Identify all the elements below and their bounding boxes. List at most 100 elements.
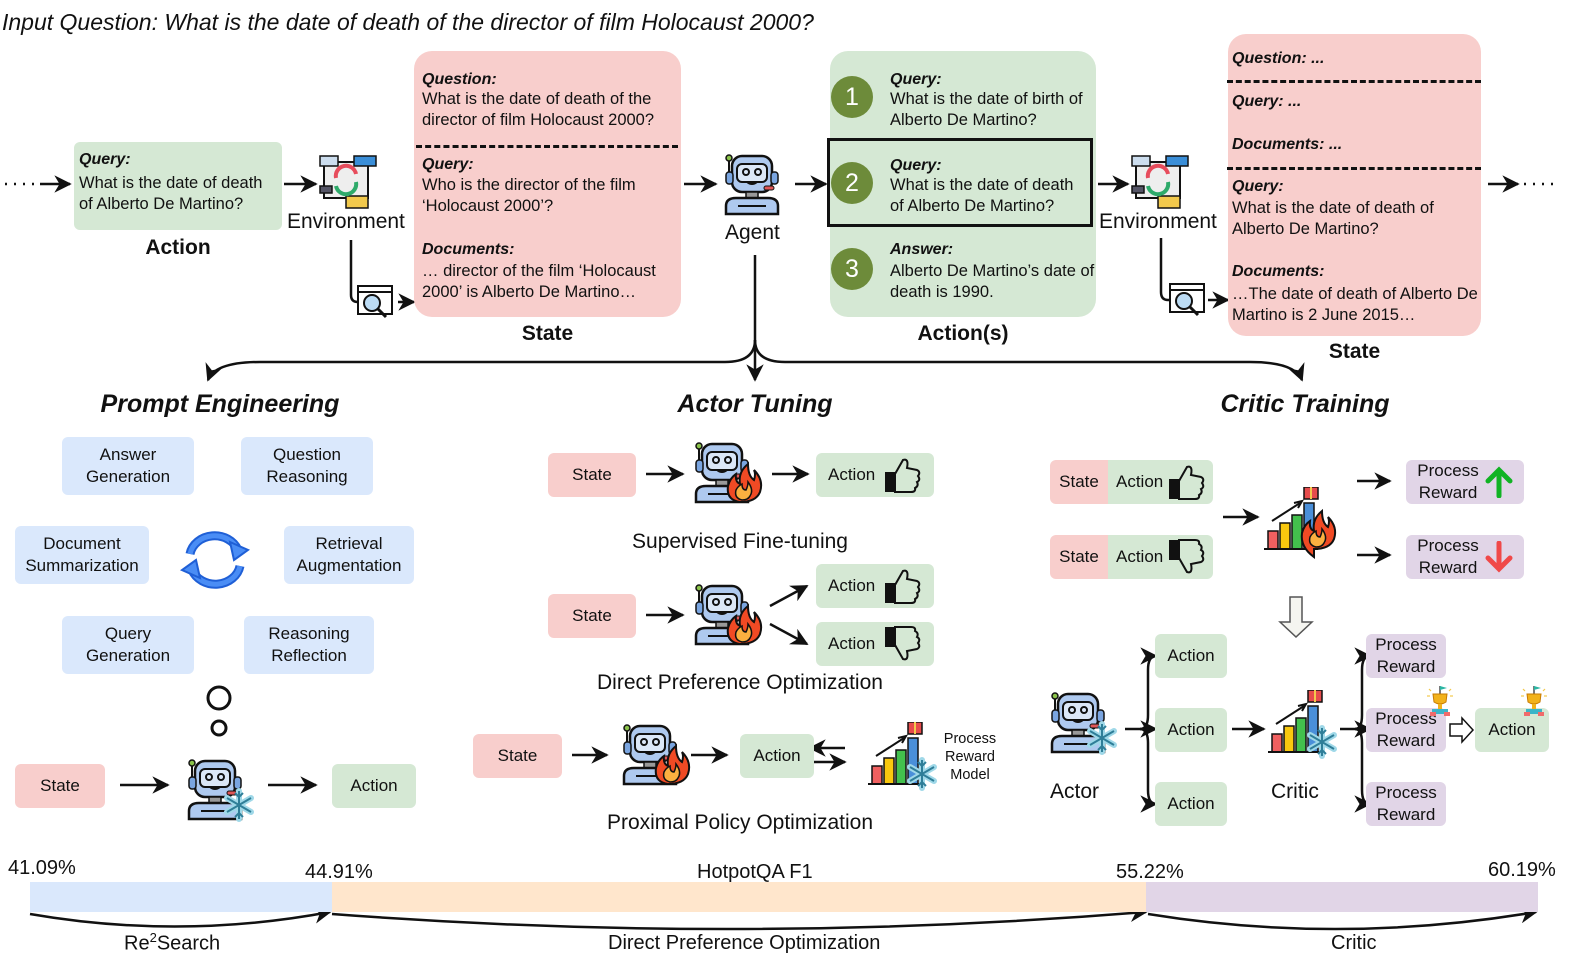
state-documents-text: … director of the film ‘Holocaust 2000’ … xyxy=(422,262,656,301)
state2-question-label: Question: ... xyxy=(1232,50,1325,67)
fire-icon xyxy=(726,461,763,504)
action-query-text: What is the date of death of Alberto De … xyxy=(79,174,263,213)
dpo-action-rejected: Action xyxy=(816,622,934,666)
state-divider xyxy=(416,145,678,148)
thought-bubble-large xyxy=(206,685,232,711)
sft-action-label: Action xyxy=(828,465,876,484)
stage-re2search-superscript: 2 xyxy=(149,930,157,945)
selected-action-highlight[interactable] xyxy=(827,138,1093,227)
critic-label: Critic xyxy=(1271,780,1319,803)
state2-documents-label-short: Documents: ... xyxy=(1232,136,1343,153)
fire-icon xyxy=(726,603,763,646)
ct-sample-reward-3: Process Reward xyxy=(1366,782,1446,826)
ct-critic-fire-icon xyxy=(1264,486,1340,564)
sft-action-box: Action xyxy=(816,453,934,497)
action-option-2-text: What is the date of death of Alberto De … xyxy=(890,176,1074,215)
input-question: Input Question: What is the date of deat… xyxy=(2,9,814,35)
document-search-icon xyxy=(356,284,396,320)
ct-sample-action-3: Action xyxy=(1155,782,1227,826)
ppo-action-box: Action xyxy=(740,734,814,778)
dpo-action-preferred-label: Action xyxy=(828,576,876,595)
ct-sample-reward-2-best: Process Reward xyxy=(1366,708,1446,752)
actor-label: Actor xyxy=(1050,780,1100,803)
arc-critic xyxy=(1147,905,1538,931)
state2-query-text: What is the date of death of Alberto De … xyxy=(1232,199,1434,238)
sft-robot-fire-icon xyxy=(690,440,766,515)
state2-divider-2 xyxy=(1227,167,1481,170)
actor-robot-frozen-icon xyxy=(1046,690,1122,765)
progress-value-dpo: 55.22% xyxy=(1116,861,1184,883)
pe-query-generation: Query Generation xyxy=(62,616,194,674)
ct-reward-down-box: Process Reward xyxy=(1406,535,1524,579)
ct-reward-down-label: Process Reward xyxy=(1417,536,1479,577)
progress-metric-label: HotpotQA F1 xyxy=(697,861,813,883)
state-box-next: Question: ... Query: ... Documents: ... … xyxy=(1227,34,1481,336)
ct-action-box-good: Action xyxy=(1108,460,1213,504)
ct-sample-reward-1: Process Reward xyxy=(1366,634,1446,678)
prompt-engineering-title: Prompt Engineering xyxy=(100,390,340,418)
action-option-1-number: 1 xyxy=(831,76,873,118)
dpo-arrow-good xyxy=(769,584,809,608)
ppo-reward-model-label: Process Reward Model xyxy=(943,731,997,783)
arrow-to-critic-training xyxy=(753,339,1305,382)
action-query-label: Query: xyxy=(79,151,131,168)
arc-re2search xyxy=(29,906,332,928)
environment-label: Environment xyxy=(287,210,405,233)
pe-reasoning-reflection: Reasoning Reflection xyxy=(244,616,374,674)
ct-reward-up-box: Process Reward xyxy=(1406,460,1524,504)
env2-drop-line xyxy=(1159,238,1170,302)
progress-segment-critic xyxy=(1145,882,1538,912)
ppo-reward-model-icon xyxy=(868,721,944,799)
agent-robot-icon xyxy=(720,152,784,216)
ct-critic-frozen-icon xyxy=(1268,689,1344,767)
sft-caption: Supervised Fine-tuning xyxy=(632,530,848,553)
action-option-1-label: Query: xyxy=(890,71,942,88)
action-option-3-number: 3 xyxy=(831,248,873,290)
dpo-action-preferred: Action xyxy=(816,564,934,608)
agent-label: Agent xyxy=(725,221,780,244)
actor-tuning-title: Actor Tuning xyxy=(677,390,833,418)
dpo-robot-fire-icon xyxy=(690,582,766,657)
action-option-2-label: Query: xyxy=(890,157,942,174)
hollow-down-arrow xyxy=(1278,596,1314,639)
snowflake-icon xyxy=(1307,725,1337,759)
state2-documents-label: Documents: xyxy=(1232,263,1325,280)
ct-state-box-1: State xyxy=(1050,460,1108,504)
hollow-right-arrow xyxy=(1449,716,1475,744)
trophy-icon xyxy=(1518,684,1550,721)
thought-bubble-small xyxy=(210,719,228,737)
ct-action-box-bad: Action xyxy=(1108,535,1213,579)
arrow-to-prompt-engineering xyxy=(205,339,757,382)
snowflake-icon xyxy=(907,757,937,791)
stage-re2search-suffix: Search xyxy=(156,932,221,955)
critic-brace-bottom xyxy=(1354,727,1372,813)
pe-action-box: Action xyxy=(332,764,416,808)
state2-caption: State xyxy=(1328,340,1381,363)
environment-icon-2 xyxy=(1130,154,1190,210)
progress-segment-dpo xyxy=(331,882,1146,912)
ct-action-good-label: Action xyxy=(1116,472,1164,491)
ct-action-bad-label: Action xyxy=(1116,547,1164,566)
dpo-state-box: State xyxy=(548,594,636,638)
actor-brace-top xyxy=(1139,647,1158,731)
pe-answer-generation: Answer Generation xyxy=(62,437,194,495)
actor-brace-bottom xyxy=(1139,727,1158,813)
ppo-robot-fire-icon xyxy=(618,722,694,797)
state-question-label: Question: xyxy=(422,71,497,88)
ct-sample-action-2: Action xyxy=(1155,708,1227,752)
thumbs-down-icon xyxy=(1167,538,1205,576)
thumbs-down-icon xyxy=(883,625,921,663)
state2-documents-text: …The date of death of Alberto De Martino… xyxy=(1232,285,1478,324)
action-option-3-text: Alberto De Martino’s date of death is 19… xyxy=(890,262,1095,301)
actions-caption: Action(s) xyxy=(917,322,1009,345)
pe-question-reasoning: Question Reasoning xyxy=(241,437,373,495)
dpo-action-rejected-label: Action xyxy=(828,634,876,653)
ct-selected-action: Action xyxy=(1475,708,1549,752)
thumbs-up-icon xyxy=(883,567,921,605)
red-down-arrow-icon xyxy=(1485,541,1513,573)
action-option-3-label: Answer: xyxy=(890,241,954,258)
sft-state-box: State xyxy=(548,453,636,497)
state-caption: State xyxy=(521,322,574,345)
dpo-arrow-bad xyxy=(769,622,809,646)
